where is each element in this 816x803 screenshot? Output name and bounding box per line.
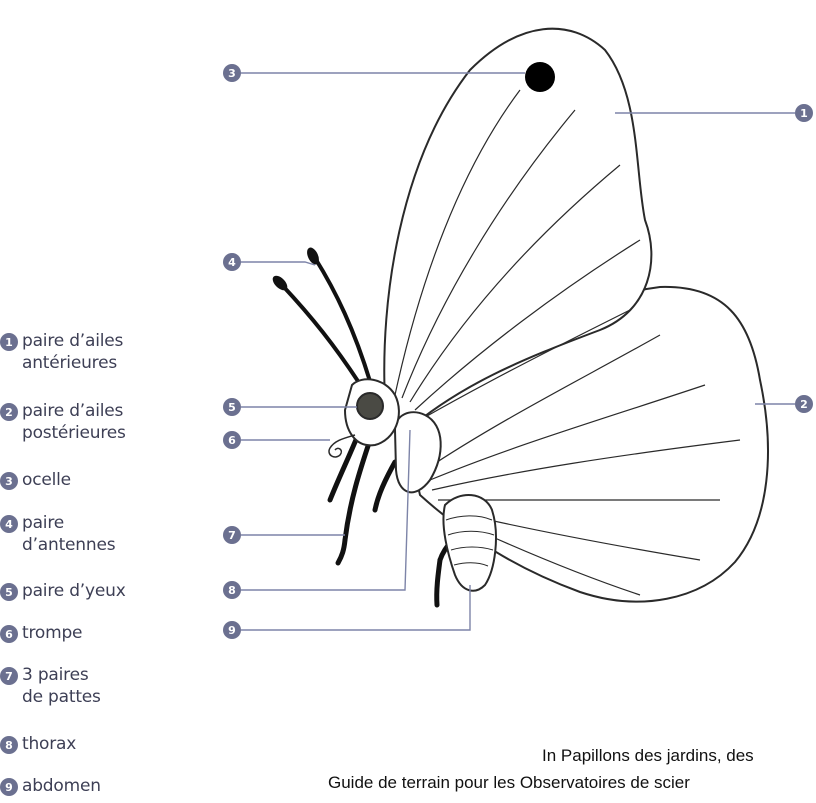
credit-line-2: Guide de terrain pour les Observatoires … xyxy=(328,773,690,793)
legend-item-8: 8 thorax xyxy=(0,733,76,755)
callout-label-7: 7 xyxy=(228,529,236,542)
callout-label-5: 5 xyxy=(228,401,236,414)
legend-text-6: trompe xyxy=(22,622,82,644)
legend-text-7: 3 paires de pattes xyxy=(22,664,101,708)
callout-label-3: 3 xyxy=(228,67,236,80)
legend-text-2: paire d’ailes postérieures xyxy=(22,400,126,444)
legend-item-5: 5 paire d’yeux xyxy=(0,580,126,602)
legend-item-4: 4 paire d’antennes xyxy=(0,512,115,556)
legend-number-9: 9 xyxy=(0,778,18,796)
callout-label-4: 4 xyxy=(228,256,236,269)
legend-text-1: paire d’ailes antérieures xyxy=(22,330,123,374)
callout-label-2: 2 xyxy=(800,398,808,411)
legend-item-7: 7 3 paires de pattes xyxy=(0,664,101,708)
callout-label-6: 6 xyxy=(228,434,236,447)
legend-text-4: paire d’antennes xyxy=(22,512,115,556)
legend-number-6: 6 xyxy=(0,625,18,643)
legend-item-6: 6 trompe xyxy=(0,622,82,644)
legend-item-1: 1 paire d’ailes antérieures xyxy=(0,330,123,374)
eye-shape xyxy=(357,393,383,419)
legend-text-8: thorax xyxy=(22,733,76,755)
legend-text-3: ocelle xyxy=(22,469,71,491)
callout-label-1: 1 xyxy=(800,107,808,120)
legend-item-3: 3 ocelle xyxy=(0,469,71,491)
legend-number-8: 8 xyxy=(0,736,18,754)
antennae xyxy=(282,258,372,392)
abdomen-shape xyxy=(443,495,496,591)
legend-text-9: abdomen xyxy=(22,775,101,797)
legend-number-4: 4 xyxy=(0,515,18,533)
legend-number-1: 1 xyxy=(0,333,18,351)
legend-text-5: paire d’yeux xyxy=(22,580,126,602)
legend-number-5: 5 xyxy=(0,583,18,601)
legend-number-2: 2 xyxy=(0,403,18,421)
callout-label-9: 9 xyxy=(228,624,236,637)
ocellus-spot xyxy=(525,62,555,92)
legend-number-7: 7 xyxy=(0,667,18,685)
legend-item-9: 9 abdomen xyxy=(0,775,101,797)
legend-number-3: 3 xyxy=(0,472,18,490)
callout-label-8: 8 xyxy=(228,584,236,597)
legend-item-2: 2 paire d’ailes postérieures xyxy=(0,400,126,444)
credit-line-1: In Papillons des jardins, des xyxy=(542,746,754,766)
